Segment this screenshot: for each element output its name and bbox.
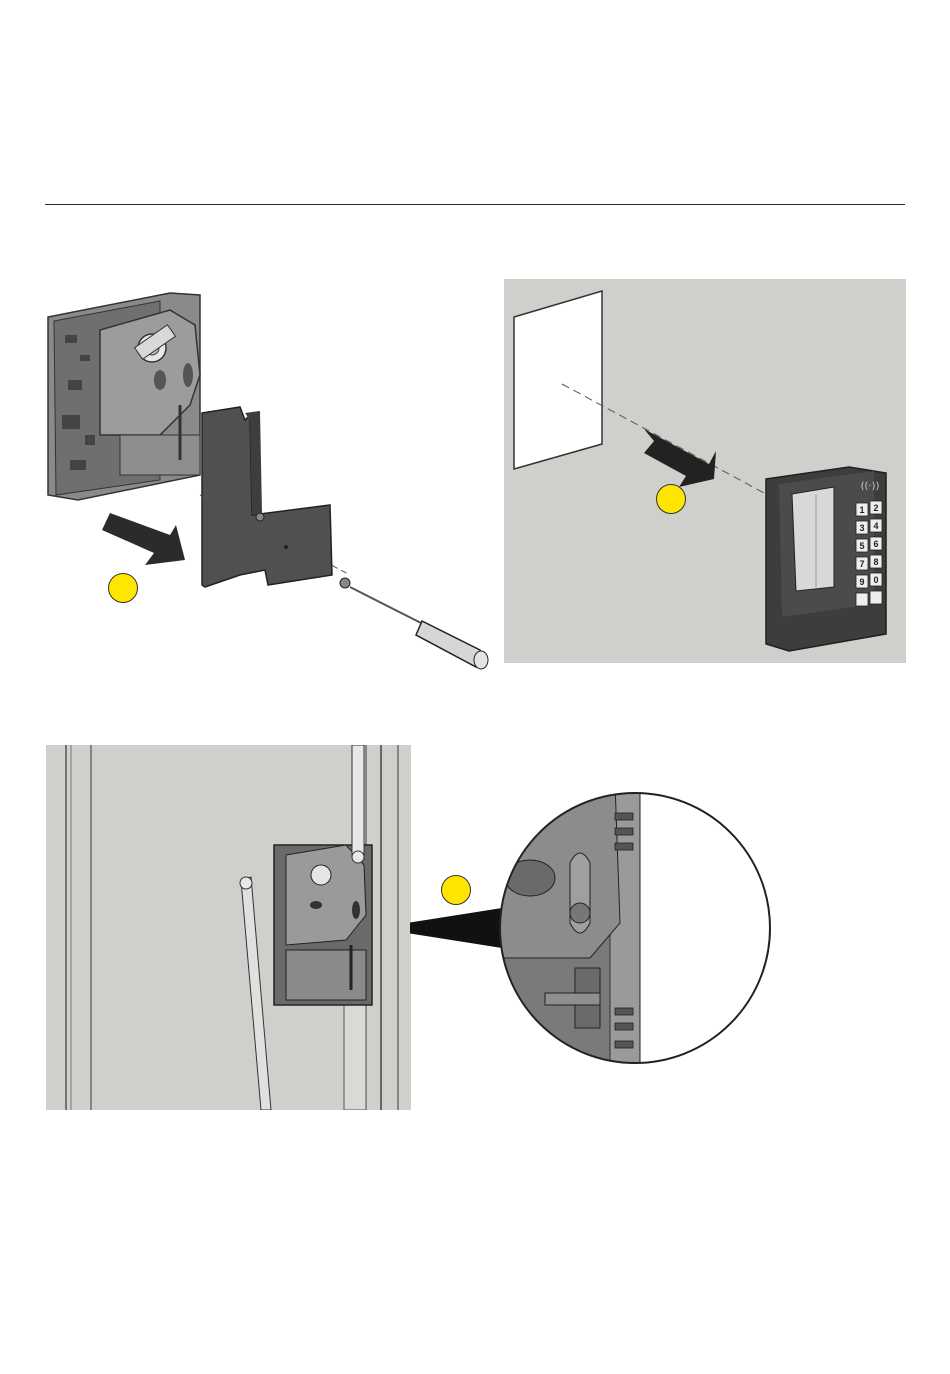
key-3: 3 (859, 523, 864, 533)
key-8: 8 (873, 557, 878, 567)
key-4: 4 (873, 521, 878, 531)
header-rule (45, 204, 905, 205)
magnifier-detail-icon (410, 783, 775, 1073)
figure-step-3 (46, 745, 411, 1110)
key-7: 7 (859, 559, 864, 569)
key-0: 0 (873, 575, 878, 585)
keypad-reader-icon: 1 2 3 4 5 6 7 8 9 0 ((·)) (504, 279, 906, 663)
installed-lock-icon (274, 845, 372, 1005)
figure-detail (410, 783, 775, 1073)
callout-step-2 (656, 484, 686, 514)
key-9: 9 (859, 577, 864, 587)
key-2: 2 (873, 503, 878, 513)
callout-step-1 (108, 573, 138, 603)
screwdriver-icon (340, 578, 488, 669)
wireless-icon: ((·)) (861, 481, 880, 492)
door-frame-icon (46, 745, 411, 1110)
key-5: 5 (859, 541, 864, 551)
arrow-right-icon (102, 513, 185, 565)
lock-module-icon (40, 285, 500, 685)
figure-step-2: 1 2 3 4 5 6 7 8 9 0 ((·)) (504, 279, 906, 663)
key-6: 6 (873, 539, 878, 549)
wall-cutout-icon (514, 291, 602, 469)
figure-step-1 (40, 285, 500, 685)
key-1: 1 (859, 505, 864, 515)
